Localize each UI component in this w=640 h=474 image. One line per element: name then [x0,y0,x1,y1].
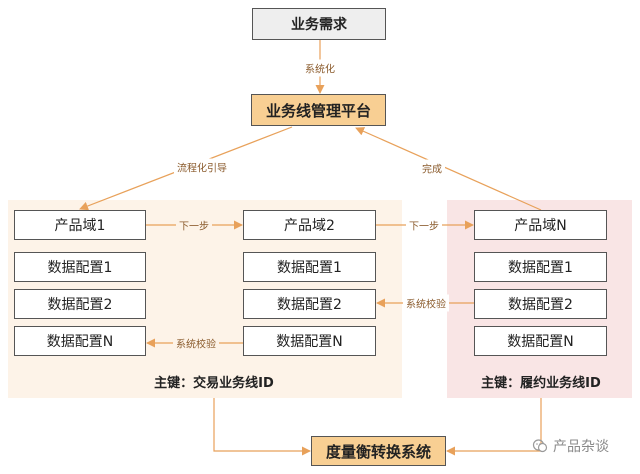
edge-label-complete: 完成 [419,159,445,177]
edge-label-check-1: 系统校验 [403,294,449,312]
primary-key-fulfillment: 主键：履约业务线ID [481,376,601,391]
node-colN-config-n: 数据配置N [474,326,607,356]
node-domain-1: 产品域1 [14,210,146,240]
edge-right-region-to-metric [446,398,542,456]
node-business-line-platform: 业务线管理平台 [251,94,386,126]
node-metric-conversion-system: 度量衡转换系统 [311,436,446,466]
edge-label-systemize: 系统化 [302,59,338,77]
watermark-text: 产品杂谈 [553,439,609,455]
primary-key-trade: 主键：交易业务线ID [154,376,274,391]
node-col1-config-n: 数据配置N [14,326,146,356]
node-domain-n: 产品域N [474,210,607,240]
node-col1-config-1: 数据配置1 [14,252,146,282]
edge-label-check-2: 系统校验 [173,334,219,352]
node-domain-2: 产品域2 [243,210,376,240]
watermark: 产品杂谈 [532,436,609,456]
edge-left-region-to-metric [213,398,311,456]
node-colN-config-2: 数据配置2 [474,289,607,319]
node-col1-config-2: 数据配置2 [14,289,146,319]
edge-label-next-1: 下一步 [176,216,212,234]
node-col2-config-2: 数据配置2 [243,289,376,319]
node-col2-config-1: 数据配置1 [243,252,376,282]
edge-label-next-2: 下一步 [406,216,442,234]
wechat-logo-icon [532,439,548,453]
node-business-demand: 业务需求 [252,8,386,40]
edge-domainN-to-platform [355,127,542,211]
node-col2-config-n: 数据配置N [243,326,376,356]
edge-label-guide: 流程化引导 [174,158,230,176]
node-colN-config-1: 数据配置1 [474,252,607,282]
